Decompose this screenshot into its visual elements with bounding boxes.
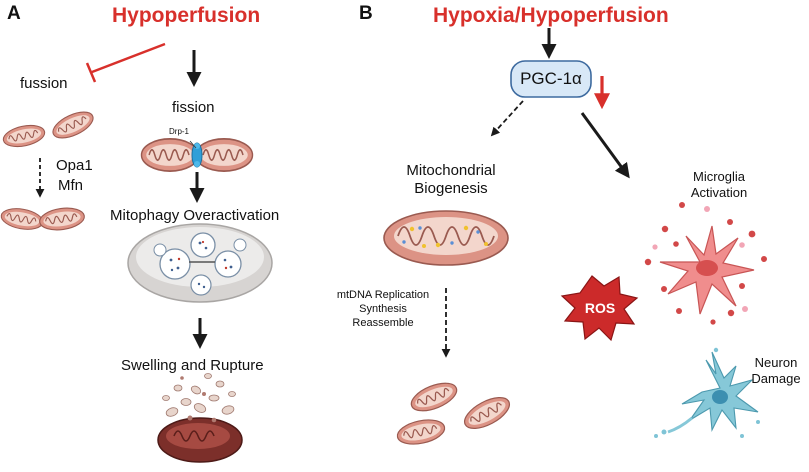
microglia-cell-icon: [644, 202, 767, 325]
microglia-line1: Microglia: [692, 169, 745, 184]
panel-b-title: Hypoxia/Hypoperfusion: [433, 4, 669, 27]
mitophagy-label: Mitophagy Overactivation: [110, 207, 280, 224]
biogenesis-line1: Mitochondrial: [406, 162, 496, 179]
pgc-box: [510, 60, 592, 98]
neuron-line1: Neuron: [754, 355, 798, 370]
arrow-to-microglia: [580, 112, 630, 179]
fused-mitochondrion-icon: [0, 204, 87, 234]
drp1-label: Drp-1: [169, 127, 190, 136]
fission-label: fission: [172, 99, 215, 116]
new-mitochondria-icon: [394, 376, 515, 449]
mtdna-line3: Reassemble: [352, 317, 414, 329]
ruptured-mitochondrion-icon: [157, 373, 243, 463]
panel-a-letter: A: [7, 3, 21, 24]
dashed-arrow-to-biogenesis: [490, 100, 524, 137]
fusion-mitochondria-icon: [0, 106, 98, 151]
mtdna-line1: mtDNA Replication: [336, 289, 430, 301]
pgc-label: PGC-1α: [520, 69, 582, 88]
mfn-label: Mfn: [58, 177, 84, 194]
microglia-line2: Activation: [690, 185, 748, 200]
mtdna-line2: Synthesis: [359, 303, 407, 315]
opa1-label: Opa1: [56, 157, 93, 174]
swelling-label: Swelling and Rupture: [121, 357, 264, 374]
fission-mitochondrion-icon: [140, 137, 254, 173]
neuron-cell-icon: [654, 347, 760, 438]
biogenesis-mitochondrion-icon: [383, 210, 509, 266]
fusion-label: fussion: [20, 75, 68, 92]
neuron-line2: Damage: [751, 371, 801, 386]
ros-label: ROS: [584, 300, 616, 316]
inhibition-arrow: [85, 42, 166, 83]
mitophagy-icon: [127, 223, 273, 303]
panel-a-title: Hypoperfusion: [112, 4, 261, 27]
ros-burst-icon: [560, 275, 639, 342]
panel-b-letter: B: [359, 3, 373, 24]
biogenesis-line2: Biogenesis: [414, 180, 488, 197]
